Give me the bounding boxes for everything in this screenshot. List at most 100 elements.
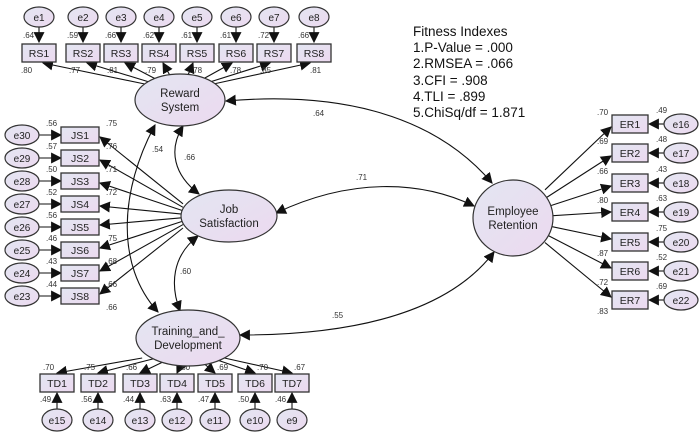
r2-er5: .75 bbox=[656, 224, 668, 233]
indicator-td7[interactable]: TD7 bbox=[274, 373, 310, 393]
indicator-rs3[interactable]: RS3 bbox=[103, 43, 139, 63]
loading-path-td7 bbox=[224, 357, 294, 377]
error-e23[interactable]: e23 bbox=[4, 285, 40, 307]
error-e24[interactable]: e24 bbox=[4, 262, 40, 284]
indicator-td6[interactable]: TD6 bbox=[237, 373, 273, 393]
indicator-js6[interactable]: JS6 bbox=[60, 241, 100, 259]
latent-training-development[interactable]: Training_and_ Development bbox=[135, 309, 241, 367]
r2-er4: .63 bbox=[656, 194, 668, 203]
error-e3[interactable]: e3 bbox=[105, 6, 137, 28]
error-e13[interactable]: e13 bbox=[124, 408, 156, 432]
cov-reward-retention bbox=[224, 94, 493, 184]
fitness-line-pvalue: 1.P-Value = .000 bbox=[413, 40, 513, 56]
loading-er3: .66 bbox=[597, 167, 609, 176]
indicator-js2[interactable]: JS2 bbox=[60, 149, 100, 167]
error-e2-label: e2 bbox=[77, 13, 89, 24]
error-e17[interactable]: e17 bbox=[663, 142, 699, 164]
indicator-js8-label: JS8 bbox=[71, 291, 89, 303]
error-e4[interactable]: e4 bbox=[143, 6, 175, 28]
r2-rs3: .66 bbox=[105, 31, 117, 40]
error-e29[interactable]: e29 bbox=[4, 147, 40, 169]
cov-label-training-retention: .55 bbox=[332, 311, 344, 320]
indicator-rs6[interactable]: RS6 bbox=[218, 43, 254, 63]
error-e21[interactable]: e21 bbox=[663, 260, 699, 282]
indicator-td3[interactable]: TD3 bbox=[122, 373, 158, 393]
indicator-js7[interactable]: JS7 bbox=[60, 264, 100, 282]
indicator-er1[interactable]: ER1 bbox=[611, 114, 649, 134]
loading-td2: .75 bbox=[84, 363, 96, 372]
latent-employee-retention[interactable]: Employee Retention bbox=[472, 179, 554, 257]
indicator-rs8[interactable]: RS8 bbox=[296, 43, 332, 63]
loading-path-js5 bbox=[98, 217, 184, 230]
loading-path-td2 bbox=[96, 357, 157, 376]
indicator-er5[interactable]: ER5 bbox=[611, 232, 649, 252]
r2-js3: .50 bbox=[46, 165, 58, 174]
error-e11[interactable]: e11 bbox=[199, 408, 231, 432]
error-e9[interactable]: e9 bbox=[276, 408, 308, 432]
loading-rs8: .81 bbox=[310, 66, 322, 75]
indicator-er2[interactable]: ER2 bbox=[611, 143, 649, 163]
error-e10[interactable]: e10 bbox=[239, 408, 271, 432]
r2-js1: .56 bbox=[46, 119, 58, 128]
loading-path-rs8 bbox=[213, 59, 312, 85]
indicator-js3[interactable]: JS3 bbox=[60, 172, 100, 190]
error-e6[interactable]: e6 bbox=[220, 6, 252, 28]
loading-rs4: .79 bbox=[145, 66, 157, 75]
error-e18[interactable]: e18 bbox=[663, 172, 699, 194]
latent-reward-system[interactable]: Reward System bbox=[134, 73, 226, 127]
error-e12-label: e12 bbox=[169, 416, 186, 427]
loading-rs5: .78 bbox=[191, 66, 203, 75]
error-e19[interactable]: e19 bbox=[663, 201, 699, 223]
error-e16[interactable]: e16 bbox=[663, 113, 699, 135]
error-e15[interactable]: e15 bbox=[41, 408, 73, 432]
fitness-line-cfi: 3.CFI = .908 bbox=[413, 72, 488, 88]
indicator-er4[interactable]: ER4 bbox=[611, 202, 649, 222]
latent-training-line2: Development bbox=[154, 340, 223, 352]
indicator-js1[interactable]: JS1 bbox=[60, 126, 100, 144]
indicator-rs4[interactable]: RS4 bbox=[141, 43, 177, 63]
error-e20[interactable]: e20 bbox=[663, 231, 699, 253]
error-e5[interactable]: e5 bbox=[181, 6, 213, 28]
latent-job-satisfaction[interactable]: Job Satisfaction bbox=[180, 189, 278, 243]
error-e27[interactable]: e27 bbox=[4, 193, 40, 215]
error-e12[interactable]: e12 bbox=[161, 408, 193, 432]
indicator-js4[interactable]: JS4 bbox=[60, 195, 100, 213]
error-e8[interactable]: e8 bbox=[298, 6, 330, 28]
indicator-er3[interactable]: ER3 bbox=[611, 173, 649, 193]
indicator-er7[interactable]: ER7 bbox=[611, 290, 649, 310]
loading-rs7: .85 bbox=[260, 66, 272, 75]
indicator-rs7[interactable]: RS7 bbox=[256, 43, 292, 63]
loading-path-js6 bbox=[98, 220, 184, 251]
error-e26[interactable]: e26 bbox=[4, 216, 40, 238]
indicator-td5[interactable]: TD5 bbox=[197, 373, 233, 393]
error-e2[interactable]: e2 bbox=[67, 6, 99, 28]
error-e4-label: e4 bbox=[153, 13, 165, 24]
error-e1[interactable]: e1 bbox=[23, 6, 55, 28]
error-e22[interactable]: e22 bbox=[663, 289, 699, 311]
error-e7[interactable]: e7 bbox=[258, 6, 290, 28]
error-e28[interactable]: e28 bbox=[4, 170, 40, 192]
indicator-er1-label: ER1 bbox=[620, 119, 641, 131]
indicator-rs2[interactable]: RS2 bbox=[65, 43, 101, 63]
r2-er7: .69 bbox=[656, 282, 668, 291]
indicator-td1[interactable]: TD1 bbox=[39, 373, 75, 393]
error-e30[interactable]: e30 bbox=[4, 124, 40, 146]
indicator-js5[interactable]: JS5 bbox=[60, 218, 100, 236]
loading-path-js7 bbox=[99, 224, 184, 272]
loading-js3: .71 bbox=[106, 165, 118, 174]
indicator-rs1[interactable]: RS1 bbox=[21, 43, 57, 63]
error-e14[interactable]: e14 bbox=[82, 408, 114, 432]
r2-td6: .50 bbox=[238, 395, 250, 404]
indicator-rs5[interactable]: RS5 bbox=[179, 43, 215, 63]
error-e25[interactable]: e25 bbox=[4, 239, 40, 261]
indicator-td2[interactable]: TD2 bbox=[80, 373, 116, 393]
covariance-labels: .64 .66 .54 .71 .60 .55 bbox=[152, 109, 368, 320]
indicator-er6[interactable]: ER6 bbox=[611, 261, 649, 281]
indicator-js7-label: JS7 bbox=[71, 268, 89, 280]
indicator-js4-label: JS4 bbox=[71, 199, 89, 211]
r2-js2: .57 bbox=[46, 142, 58, 151]
indicator-td4[interactable]: TD4 bbox=[159, 373, 195, 393]
indicator-js8[interactable]: JS8 bbox=[60, 287, 100, 305]
indicator-er3-label: ER3 bbox=[620, 178, 641, 190]
loading-td4: .80 bbox=[179, 363, 191, 372]
